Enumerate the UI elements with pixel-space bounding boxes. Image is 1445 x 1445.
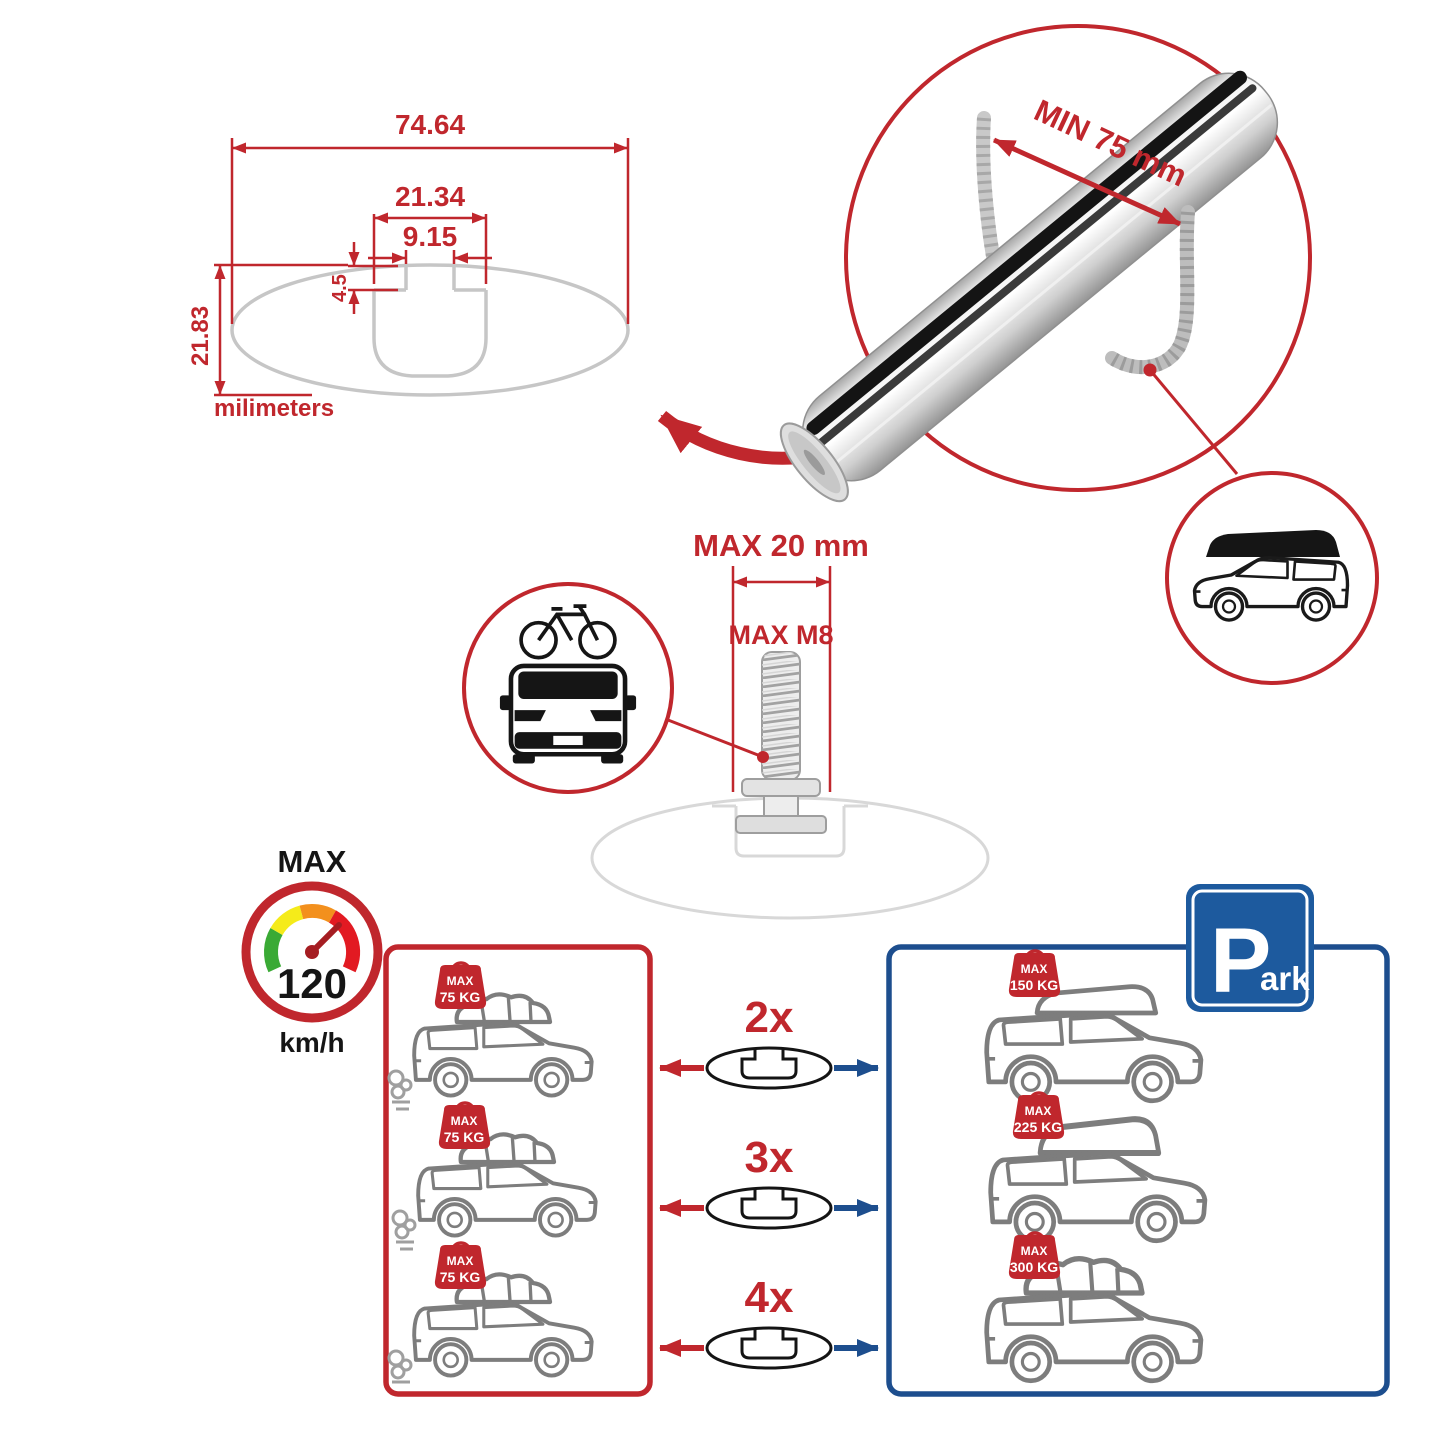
leader-to-suv-circle (1148, 369, 1239, 475)
dim-total-width-label: 74.64 (395, 109, 465, 140)
bike-icon (519, 604, 617, 660)
exhaust-puffs (387, 1349, 413, 1384)
crossbar-render-circle: MIN 75 mm (779, 24, 1312, 503)
multiplier-label-2x: 2x (745, 993, 794, 1042)
blue-panel-car-1: MAX 150 KG (987, 949, 1201, 1101)
load-tag: MAX 75 KG (433, 1241, 488, 1291)
tag-max-label: MAX (1025, 1104, 1052, 1118)
crossbar-profile-icon (705, 1326, 833, 1370)
tag-max-label: MAX (1021, 1244, 1048, 1258)
crossbar-profile-icon (705, 1046, 833, 1090)
blue-load-panel: MAX 150 KG MAX 225 KG MAX 300 KG (886, 944, 1390, 1397)
load-tag: MAX 225 KG (1011, 1091, 1066, 1141)
parking-sign-border (1191, 889, 1309, 1007)
max-length-label: MAX 20 mm (693, 528, 869, 563)
multiplier-label-4x: 4x (745, 1273, 794, 1322)
suv-roof-box (1206, 530, 1340, 557)
car-bike-circle (462, 582, 674, 794)
tag-max-label: MAX (1021, 962, 1048, 976)
bolt-point-dot (757, 751, 769, 763)
red-panel-car-2: MAX 75 KG (391, 1101, 598, 1251)
car-front-view (499, 663, 637, 764)
speed-value: 120 (277, 960, 347, 1007)
dim-slot-outer-label: 21.34 (395, 181, 465, 212)
tag-max-label: MAX (451, 1114, 478, 1128)
parking-letter: P (1210, 910, 1271, 1012)
tag-weight-label: 300 KG (1010, 1259, 1058, 1275)
parking-suffix: ark (1260, 960, 1310, 997)
red-panel-car-1: MAX 75 KG (387, 961, 594, 1111)
tag-weight-label: 150 KG (1010, 977, 1058, 993)
red-panel-car-3: MAX 75 KG (387, 1241, 594, 1384)
dim-slot-outer: 21.34 (372, 181, 488, 284)
dim-total-width: 74.64 (230, 109, 630, 324)
multiplier-column: 2x 3x 4x (659, 993, 879, 1370)
units-label: milimeters (214, 395, 334, 422)
profile-ellipse (230, 263, 630, 397)
bolt-detail: MAX 20 mm MAX M8 (590, 528, 990, 920)
red-load-panel: MAX 75 KG MAX 75 KG (383, 944, 653, 1397)
blue-panel-car-2: MAX 225 KG (991, 1091, 1205, 1241)
dim-total-height-label: 21.83 (187, 306, 214, 366)
tag-weight-label: 225 KG (1014, 1119, 1062, 1135)
multiplier-label-3x: 3x (745, 1133, 794, 1182)
max-thread-label: MAX M8 (728, 620, 833, 650)
parking-sign: P ark (1186, 884, 1314, 1012)
dim-slot-inner: 9.15 (368, 221, 492, 264)
suv-roofbox-circle (1165, 471, 1379, 685)
parking-sign-board (1186, 884, 1314, 1012)
tag-weight-label: 75 KG (440, 989, 481, 1005)
tag-max-label: MAX (447, 974, 474, 988)
blue-panel-car-3: MAX 300 KG (987, 1231, 1201, 1381)
load-tag: MAX 75 KG (437, 1101, 492, 1151)
speed-max-label: MAX (278, 844, 347, 879)
cross-section-dimension-diagram: 74.64 21.34 9.15 4.5 21.83 milimeters (187, 109, 630, 422)
exhaust-puffs (391, 1209, 417, 1251)
dim-total-height: 21.83 (187, 263, 348, 397)
profile-t-slot (372, 266, 488, 378)
speed-unit: km/h (279, 1027, 344, 1058)
leader-to-bolt (667, 718, 764, 759)
speed-limit-gauge: MAX 120 km/h (241, 844, 383, 1058)
exhaust-puffs (387, 1069, 413, 1111)
load-tag: MAX 150 KG (1007, 949, 1062, 999)
dim-slot-depth: 4.5 (329, 242, 398, 314)
gauge-arc (264, 904, 360, 973)
min-spacing-arrow (992, 137, 1182, 227)
dim-slot-depth-label: 4.5 (329, 274, 351, 302)
crossbar-profile-icon (705, 1186, 833, 1230)
load-tag: MAX 300 KG (1007, 1231, 1062, 1281)
clamp-rod-right (1105, 205, 1195, 374)
tag-weight-label: 75 KG (440, 1269, 481, 1285)
load-tag: MAX 75 KG (433, 961, 488, 1011)
car-front-with-bike (499, 604, 637, 764)
dim-slot-inner-label: 9.15 (403, 221, 458, 252)
tag-weight-label: 75 KG (444, 1129, 485, 1145)
t-bolt (735, 651, 827, 834)
tag-max-label: MAX (447, 1254, 474, 1268)
